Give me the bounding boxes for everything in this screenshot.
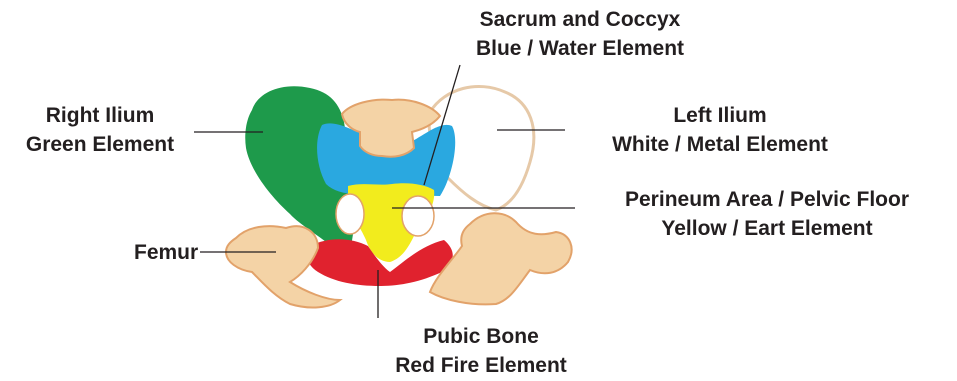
pubic-label-line1: Pubic Bone xyxy=(336,322,626,351)
right-ilium-label: Right Ilium Green Element xyxy=(0,101,200,159)
sacrum-label-line1: Sacrum and Coccyx xyxy=(420,5,740,34)
left-ilium-label-line2: White / Metal Element xyxy=(570,130,870,159)
left-obturator-shape xyxy=(402,196,434,236)
perineum-label-line1: Perineum Area / Pelvic Floor xyxy=(578,185,956,214)
pubic-label: Pubic Bone Red Fire Element xyxy=(336,322,626,380)
femur-label: Femur xyxy=(134,238,198,267)
right-obturator-shape xyxy=(336,194,364,234)
right-ilium-label-line1: Right Ilium xyxy=(0,101,200,130)
sacrum-label: Sacrum and Coccyx Blue / Water Element xyxy=(420,5,740,63)
femur-label-line1: Femur xyxy=(134,238,198,267)
left-femur-shape xyxy=(430,213,572,304)
left-ilium-label-line1: Left Ilium xyxy=(570,101,870,130)
perineum-label: Perineum Area / Pelvic Floor Yellow / Ea… xyxy=(578,185,956,243)
left-ilium-label: Left Ilium White / Metal Element xyxy=(570,101,870,159)
perineum-label-line2: Yellow / Eart Element xyxy=(578,214,956,243)
right-ilium-label-line2: Green Element xyxy=(0,130,200,159)
sacrum-label-line2: Blue / Water Element xyxy=(420,34,740,63)
pubic-label-line2: Red Fire Element xyxy=(336,351,626,380)
